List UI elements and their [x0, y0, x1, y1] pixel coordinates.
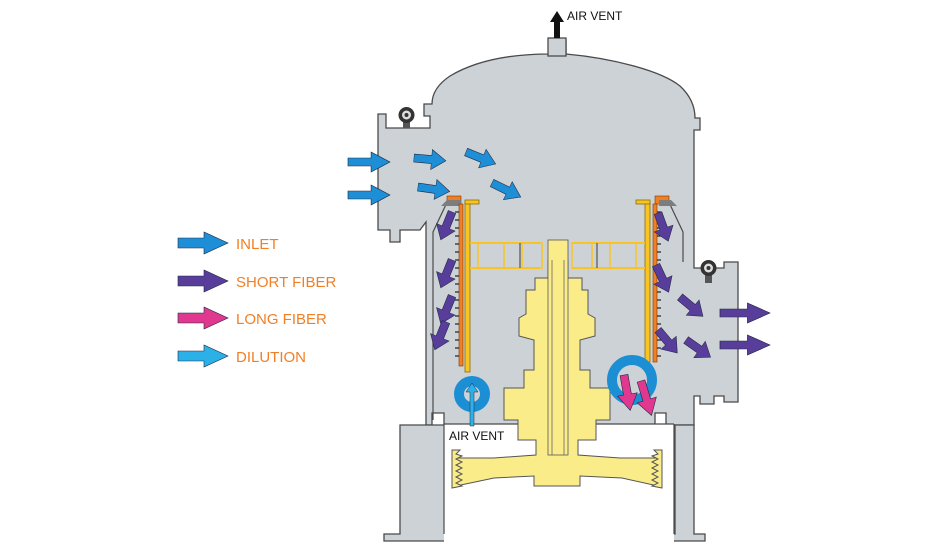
screen-basket	[441, 195, 677, 373]
legend-label-short-fiber: SHORT FIBER	[236, 274, 336, 291]
legend-item-short-fiber: SHORT FIBER	[177, 269, 336, 293]
legend-label-inlet: INLET	[236, 236, 279, 253]
right-screen-cylinder	[644, 201, 651, 363]
short-fiber-arrow-icon	[683, 336, 711, 358]
short-fiber-arrow-icon	[653, 211, 674, 242]
short-fiber-arrow-icon	[177, 269, 229, 293]
inlet-arrow-icon	[347, 184, 391, 206]
short-fiber-arrow-icon	[436, 294, 457, 325]
air-vent-dilution-arrow-icon	[465, 382, 479, 427]
left-screen-cylinder	[464, 201, 471, 373]
air-vent-bottom-label: AIR VENT	[449, 429, 505, 443]
top-vent-stub	[547, 37, 567, 57]
short-fiber-arrow-icon	[654, 327, 678, 354]
legend-label-dilution: DILUTION	[236, 349, 306, 366]
left-screen-plate	[458, 203, 464, 367]
inlet-arrow-icon	[417, 179, 451, 200]
foil-left-inner	[521, 242, 543, 269]
inlet-arrow-icon	[489, 179, 522, 201]
long-fiber-arrow-icon	[636, 379, 657, 416]
legend-item-long-fiber: LONG FIBER	[177, 306, 327, 330]
left-inner-wall	[432, 195, 451, 420]
foil-left-outer	[477, 242, 505, 269]
foil-right-outer	[609, 242, 637, 269]
bottom-air-vent: AIR VENT	[449, 382, 505, 443]
inlet-arrow-icon	[413, 149, 447, 170]
impeller-right-teeth	[650, 449, 663, 489]
short-fiber-arrow-icon	[652, 262, 673, 293]
air-vent-up-arrow-icon	[550, 11, 564, 38]
long-fiber-arrow-icon	[617, 373, 638, 412]
long-fiber-arrow-icon	[177, 306, 229, 330]
flow-arrows	[347, 147, 771, 416]
dilution-arrow-icon	[177, 344, 229, 368]
air-vent-top-label: AIR VENT	[567, 9, 623, 23]
right-support-leg	[651, 424, 706, 542]
right-screen-lip	[635, 199, 651, 205]
right-seal-wedge	[659, 200, 677, 206]
rotor-assembly	[451, 239, 663, 489]
short-fiber-arrow-icon	[436, 258, 457, 289]
pressure-gauge-right-icon	[700, 260, 717, 283]
left-seal-wedge	[441, 200, 461, 206]
pressure-gauge-left-icon	[398, 107, 415, 128]
short-fiber-arrow-icon	[436, 210, 457, 241]
foil-right-inner	[571, 242, 593, 269]
legend-item-dilution: DILUTION	[177, 344, 306, 368]
inlet-arrow-icon	[347, 151, 391, 173]
screen-slot-ticks	[455, 211, 661, 357]
short-fiber-arrow-icon	[430, 320, 451, 351]
inlet-arrow-icon	[464, 147, 497, 169]
rotor-shaft	[547, 239, 569, 456]
inlet-arrow-icon	[177, 231, 229, 255]
legend-label-long-fiber: LONG FIBER	[236, 311, 327, 328]
impeller-left-teeth	[451, 449, 464, 489]
short-fiber-arrow-icon	[677, 293, 704, 317]
short-fiber-arrow-icon	[719, 302, 771, 324]
left-screen-lip	[464, 199, 480, 205]
legend-item-inlet: INLET	[177, 231, 279, 255]
top-air-vent: AIR VENT	[550, 9, 623, 38]
right-inner-wall	[665, 195, 684, 262]
legend: INLET SHORT FIBER LONG FIBER DILUTION	[177, 231, 336, 368]
short-fiber-arrow-icon	[719, 334, 771, 356]
